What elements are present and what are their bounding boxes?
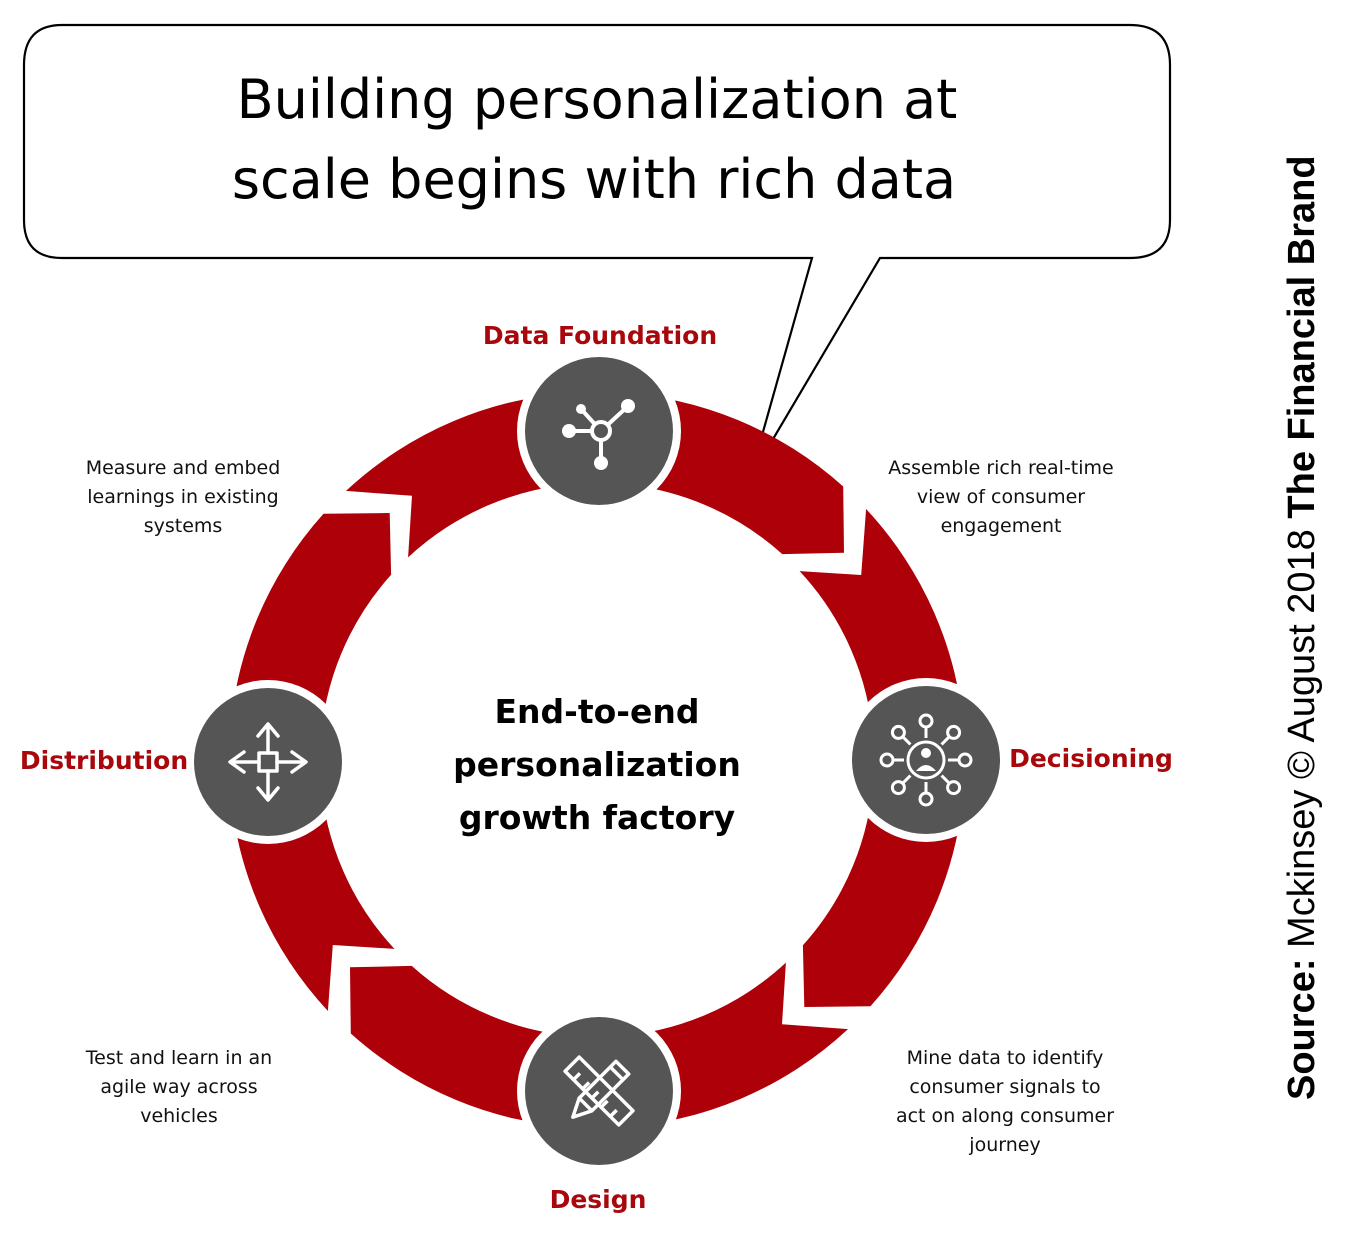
hub-spoke-node bbox=[879, 752, 895, 768]
description-mine: Mine data to identify consumer signals t… bbox=[896, 1047, 1114, 1156]
stage-title-data-foundation: Data Foundation bbox=[483, 321, 717, 350]
callout-bubble bbox=[22, 23, 1172, 479]
svg-text:engagement: engagement bbox=[941, 515, 1062, 537]
svg-text:Measure and embed: Measure and embed bbox=[86, 457, 281, 479]
person-hub-icon bbox=[879, 713, 973, 807]
hub-design bbox=[517, 1009, 681, 1173]
svg-text:act on along consumer: act on along consumer bbox=[896, 1105, 1114, 1127]
svg-text:growth factory: growth factory bbox=[459, 798, 735, 837]
hub-spoke-node bbox=[890, 724, 906, 740]
callout: Building personalization at scale begins… bbox=[22, 23, 1172, 479]
hub-spoke-node bbox=[946, 780, 962, 796]
move-arrows-icon bbox=[228, 722, 308, 802]
stage-title-distribution: Distribution bbox=[20, 746, 188, 775]
center-label: End-to-end personalization growth factor… bbox=[453, 692, 741, 837]
source-credit: Source: Mckinsey © August 2018 The Finan… bbox=[1281, 155, 1323, 1100]
svg-text:vehicles: vehicles bbox=[140, 1105, 218, 1127]
svg-text:view of consumer: view of consumer bbox=[917, 486, 1085, 508]
hub-spoke bbox=[940, 774, 951, 785]
svg-text:systems: systems bbox=[144, 515, 223, 537]
hub-distribution bbox=[186, 680, 350, 844]
svg-text:Mine data to identify: Mine data to identify bbox=[907, 1047, 1104, 1069]
hub-spoke bbox=[901, 774, 912, 785]
callout-line-2: scale begins with rich data bbox=[232, 148, 956, 211]
svg-text:consumer signals to: consumer signals to bbox=[909, 1076, 1100, 1098]
hub-spoke-node bbox=[957, 752, 973, 768]
svg-text:Test and learn in an: Test and learn in an bbox=[85, 1047, 272, 1069]
svg-text:learnings in existing: learnings in existing bbox=[87, 486, 278, 508]
description-assemble: Assemble rich real-time view of consumer… bbox=[888, 457, 1113, 537]
stage-title-design: Design bbox=[550, 1185, 647, 1214]
hub-spoke-node bbox=[918, 791, 934, 807]
pencil-ruler-icon bbox=[563, 1055, 635, 1127]
svg-text:agile way across: agile way across bbox=[100, 1076, 257, 1098]
hub-decisioning bbox=[844, 678, 1008, 842]
hub-spoke-node bbox=[946, 724, 962, 740]
svg-text:End-to-end: End-to-end bbox=[495, 692, 700, 731]
hub-spoke-node bbox=[890, 780, 906, 796]
hub-spoke bbox=[901, 735, 912, 746]
hub-data-foundation bbox=[517, 349, 681, 513]
callout-line-1: Building personalization at bbox=[237, 68, 958, 131]
hub-spoke-node bbox=[918, 713, 934, 729]
svg-text:journey: journey bbox=[968, 1134, 1040, 1156]
hub-spoke bbox=[940, 735, 951, 746]
network-node-icon bbox=[562, 399, 635, 470]
description-measure: Measure and embed learnings in existing … bbox=[86, 457, 281, 537]
description-test: Test and learn in an agile way across ve… bbox=[85, 1047, 272, 1127]
stage-title-decisioning: Decisioning bbox=[1009, 744, 1173, 773]
svg-text:Assemble rich real-time: Assemble rich real-time bbox=[888, 457, 1113, 479]
svg-text:personalization: personalization bbox=[453, 745, 741, 784]
